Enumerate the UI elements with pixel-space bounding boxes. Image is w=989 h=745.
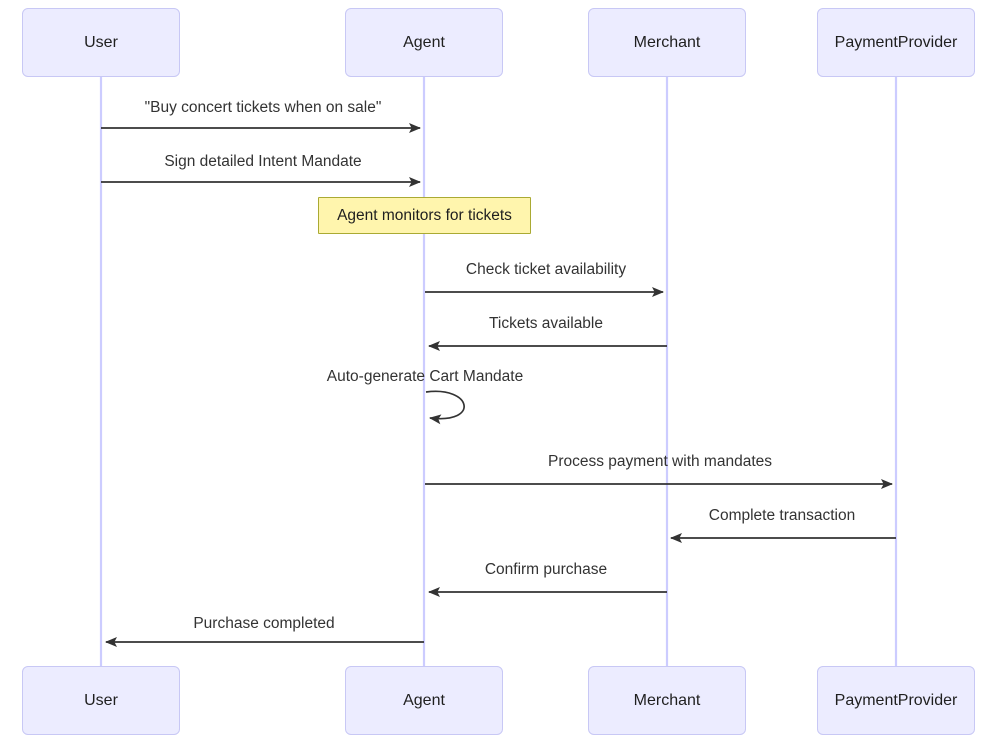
participant-box-agent-top[interactable]: Agent: [345, 8, 503, 77]
participant-box-paymentprovider-bottom[interactable]: PaymentProvider: [817, 666, 975, 735]
message-label-process-payment: Process payment with mandates: [548, 453, 772, 470]
message-label-buy-concert-tickets: "Buy concert tickets when on sale": [144, 99, 382, 116]
participant-label-paymentprovider-top: PaymentProvider: [834, 33, 958, 51]
participant-box-agent-bottom[interactable]: Agent: [345, 666, 503, 735]
message-label-confirm-purchase: Confirm purchase: [484, 561, 608, 578]
participant-label-merchant-top: Merchant: [633, 33, 701, 51]
participant-label-agent-bottom: Agent: [403, 691, 445, 709]
lifelines: [99, 77, 898, 666]
message-label-purchase-completed: Purchase completed: [193, 615, 335, 632]
participant-label-user-bottom: User: [84, 691, 118, 709]
participant-box-merchant-bottom[interactable]: Merchant: [588, 666, 746, 735]
participant-box-paymentprovider-top[interactable]: PaymentProvider: [817, 8, 975, 77]
message-arrows: [101, 123, 896, 647]
message-label-complete-transaction: Complete transaction: [708, 507, 856, 524]
participant-label-merchant-bottom: Merchant: [633, 691, 701, 709]
message-label-auto-generate-cart-mandate: Auto-generate Cart Mandate: [326, 368, 524, 385]
participant-box-user-top[interactable]: User: [22, 8, 180, 77]
participant-box-user-bottom[interactable]: User: [22, 666, 180, 735]
note-label-agent-monitors: Agent monitors for tickets: [337, 206, 512, 224]
participant-label-user-top: User: [84, 33, 118, 51]
participant-box-merchant-top[interactable]: Merchant: [588, 8, 746, 77]
participant-label-agent-top: Agent: [403, 33, 445, 51]
message-arrow-auto-generate-cart-mandate: [425, 390, 465, 425]
message-label-check-ticket-availability: Check ticket availability: [465, 261, 627, 278]
note-agent-monitors: Agent monitors for tickets: [318, 197, 531, 234]
message-label-sign-intent-mandate: Sign detailed Intent Mandate: [164, 153, 362, 170]
message-label-tickets-available: Tickets available: [488, 315, 604, 332]
participant-label-paymentprovider-bottom: PaymentProvider: [834, 691, 958, 709]
